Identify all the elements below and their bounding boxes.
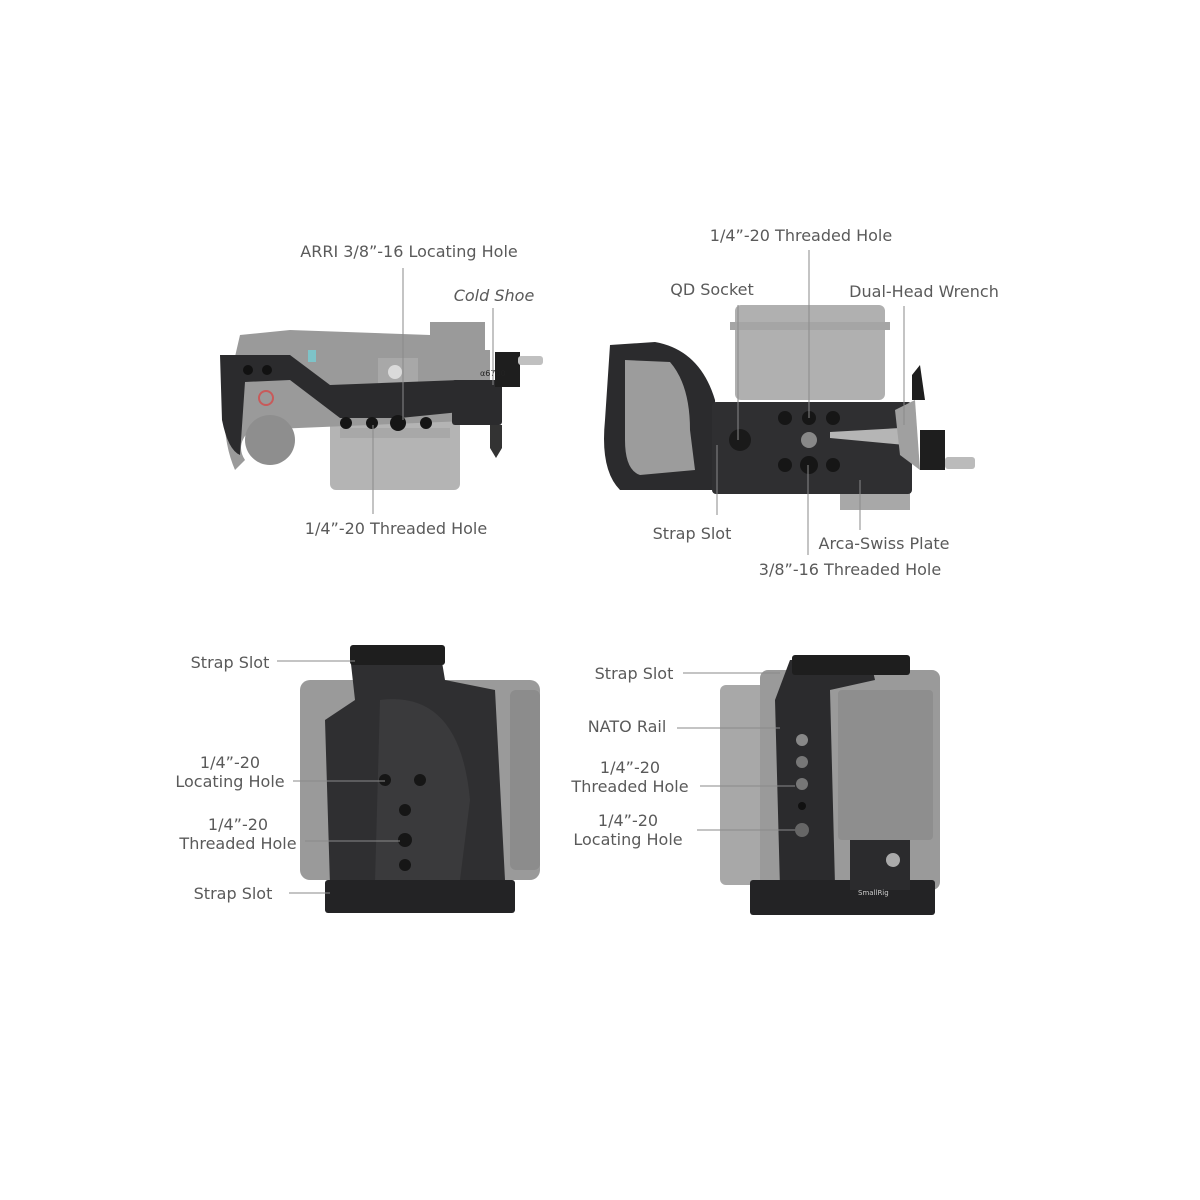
label-line: 1/4”-20 (599, 758, 661, 777)
top-view-product: α6700 (220, 322, 543, 490)
label-line: Locating Hole (573, 830, 683, 849)
label-quarter-threaded-hole: 1/4”-20 Threaded Hole (709, 226, 893, 245)
label-line: 1/4”-20 (199, 753, 261, 772)
label-arca-swiss-plate: Arca-Swiss Plate (818, 534, 950, 553)
right-side-view-product (300, 645, 540, 913)
label-dual-head-wrench: Dual-Head Wrench (849, 282, 999, 301)
label-nato-rail: NATO Rail (587, 717, 667, 736)
label-qd-socket: QD Socket (670, 280, 754, 299)
label-threaded-hole: 1/4”-20 Threaded Hole (571, 758, 688, 796)
label-strap-slot: Strap Slot (594, 664, 674, 683)
brand-marking: SmallRig (858, 889, 889, 897)
label-threaded-hole: 1/4”-20 Threaded Hole (179, 815, 296, 853)
label-strap-slot: Strap Slot (652, 524, 732, 543)
label-threaded-hole: 1/4”-20 Threaded Hole (304, 519, 488, 538)
label-strap-slot-bottom: Strap Slot (193, 884, 273, 903)
label-three-eighths-threaded-hole: 3/8”-16 Threaded Hole (758, 560, 942, 579)
label-line: 1/4”-20 (207, 815, 269, 834)
label-strap-slot-top: Strap Slot (190, 653, 270, 672)
label-cold-shoe: Cold Shoe (453, 286, 535, 305)
bottom-view-product (604, 305, 975, 510)
label-line: 1/4”-20 (597, 811, 659, 830)
label-locating-hole: 1/4”-20 Locating Hole (175, 753, 284, 791)
label-arri-locating-hole: ARRI 3/8”-16 Locating Hole (300, 242, 518, 261)
left-side-view-product: SmallRig (720, 655, 940, 915)
label-line: Threaded Hole (179, 834, 297, 853)
label-line: Threaded Hole (571, 777, 689, 796)
label-locating-hole: 1/4”-20 Locating Hole (573, 811, 682, 849)
label-line: Locating Hole (175, 772, 285, 791)
